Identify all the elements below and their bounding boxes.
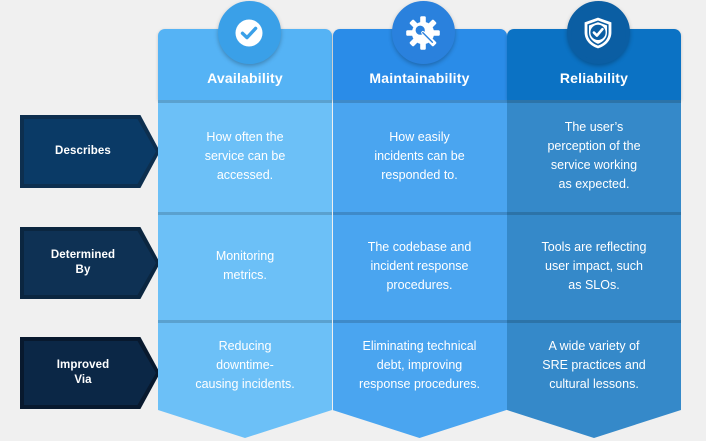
row-divider (507, 212, 681, 215)
column-foot-chevron (507, 410, 681, 438)
row-divider (158, 212, 332, 215)
row-divider (507, 100, 681, 103)
column-title: Maintainability (369, 70, 470, 86)
column-title: Availability (207, 70, 283, 86)
row-divider (158, 100, 332, 103)
row-divider (332, 212, 507, 215)
column-foot-chevron (158, 410, 332, 438)
check-circle-icon (217, 1, 281, 64)
row-divider (158, 320, 332, 323)
row-divider (332, 320, 507, 323)
gear-wrench-icon (391, 1, 455, 64)
row-label-describes-inner: Describes (24, 119, 156, 184)
column-header-maintainability: Maintainability (332, 29, 507, 100)
column-title: Reliability (559, 70, 629, 86)
row-divider (507, 320, 681, 323)
shield-check-icon (566, 1, 630, 64)
row-label-describes-text: Describes (55, 145, 111, 157)
row-divider (332, 100, 507, 103)
row-label-describes: Describes (20, 115, 160, 188)
column-foot-chevron (332, 410, 507, 438)
